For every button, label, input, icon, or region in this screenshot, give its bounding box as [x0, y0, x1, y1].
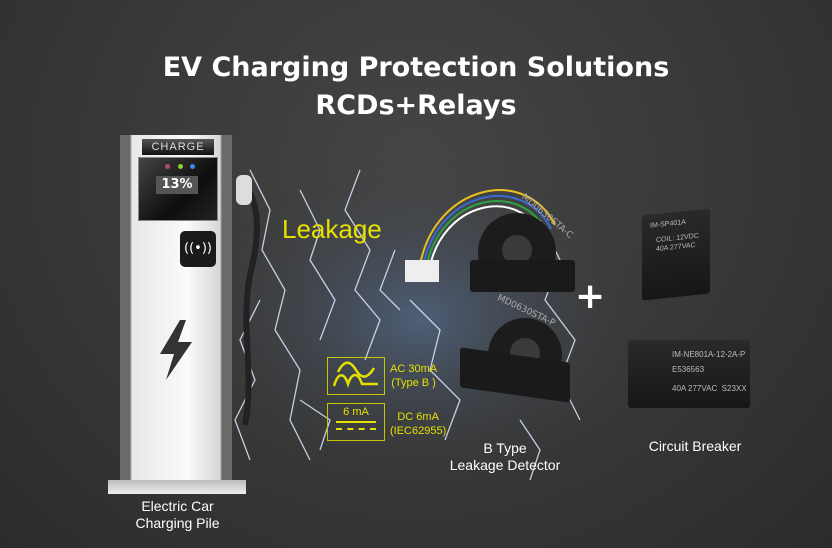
circuit-breaker-label: Circuit Breaker — [648, 438, 742, 454]
lightning-bolt-icon — [156, 320, 196, 380]
dc-badge: 6 mA — [343, 406, 369, 418]
charger-label-line-1: Electric Car — [141, 498, 214, 514]
dc-spec-icon: 6 mA — [327, 403, 385, 441]
relay-large-model: IM-NE801A-12-2A-P — [672, 350, 746, 359]
charger-base — [108, 480, 246, 494]
dc-spec-line-1: DC 6mA — [397, 411, 439, 423]
detector-label-line-2: Leakage Detector — [449, 457, 561, 473]
detector-wires — [405, 189, 556, 282]
charging-pile: CHARGE 13% ((•)) — [120, 135, 232, 480]
leakage-label: Leakage — [282, 214, 382, 244]
status-leds — [165, 164, 195, 170]
relay-large-cert: E536563 — [672, 365, 705, 374]
charging-cable — [236, 175, 260, 426]
detector-label: B Type Leakage Detector — [430, 440, 580, 474]
detector-label-line-1: B Type — [483, 440, 527, 456]
title-line-2: RCDs+Relays — [315, 90, 517, 121]
ac-spec: AC 30mA (Type B ) — [390, 362, 437, 390]
detector-top-base — [470, 260, 575, 292]
ac-waveform-icon — [327, 357, 385, 395]
ac-spec-line-2: (Type B ) — [391, 377, 436, 389]
relay-large-rating: 40A 277VAC — [672, 384, 718, 393]
charge-header: CHARGE — [142, 139, 214, 155]
charge-display: 13% — [156, 176, 198, 194]
charger-label-line-2: Charging Pile — [135, 515, 220, 531]
relay-large: IM-NE801A-12-2A-P E536563 40A 277VAC S23… — [628, 340, 750, 408]
charger-label: Electric Car Charging Pile — [110, 498, 245, 532]
ac-spec-line-1: AC 30mA — [390, 363, 438, 375]
relay-small-model: IM-SP401A — [650, 218, 686, 230]
relay-small: IM-SP401A COIL: 12VDC 40A 277VAC — [642, 208, 710, 301]
plus-sign: + — [575, 276, 606, 317]
dc-spec: DC 6mA (IEC62955) — [390, 410, 446, 438]
title-line-1: EV Charging Protection Solutions — [162, 52, 670, 83]
dc-spec-line-2: (IEC62955) — [390, 425, 447, 437]
nfc-icon: ((•)) — [180, 231, 216, 267]
relay-large-code: S23XX — [721, 384, 747, 393]
